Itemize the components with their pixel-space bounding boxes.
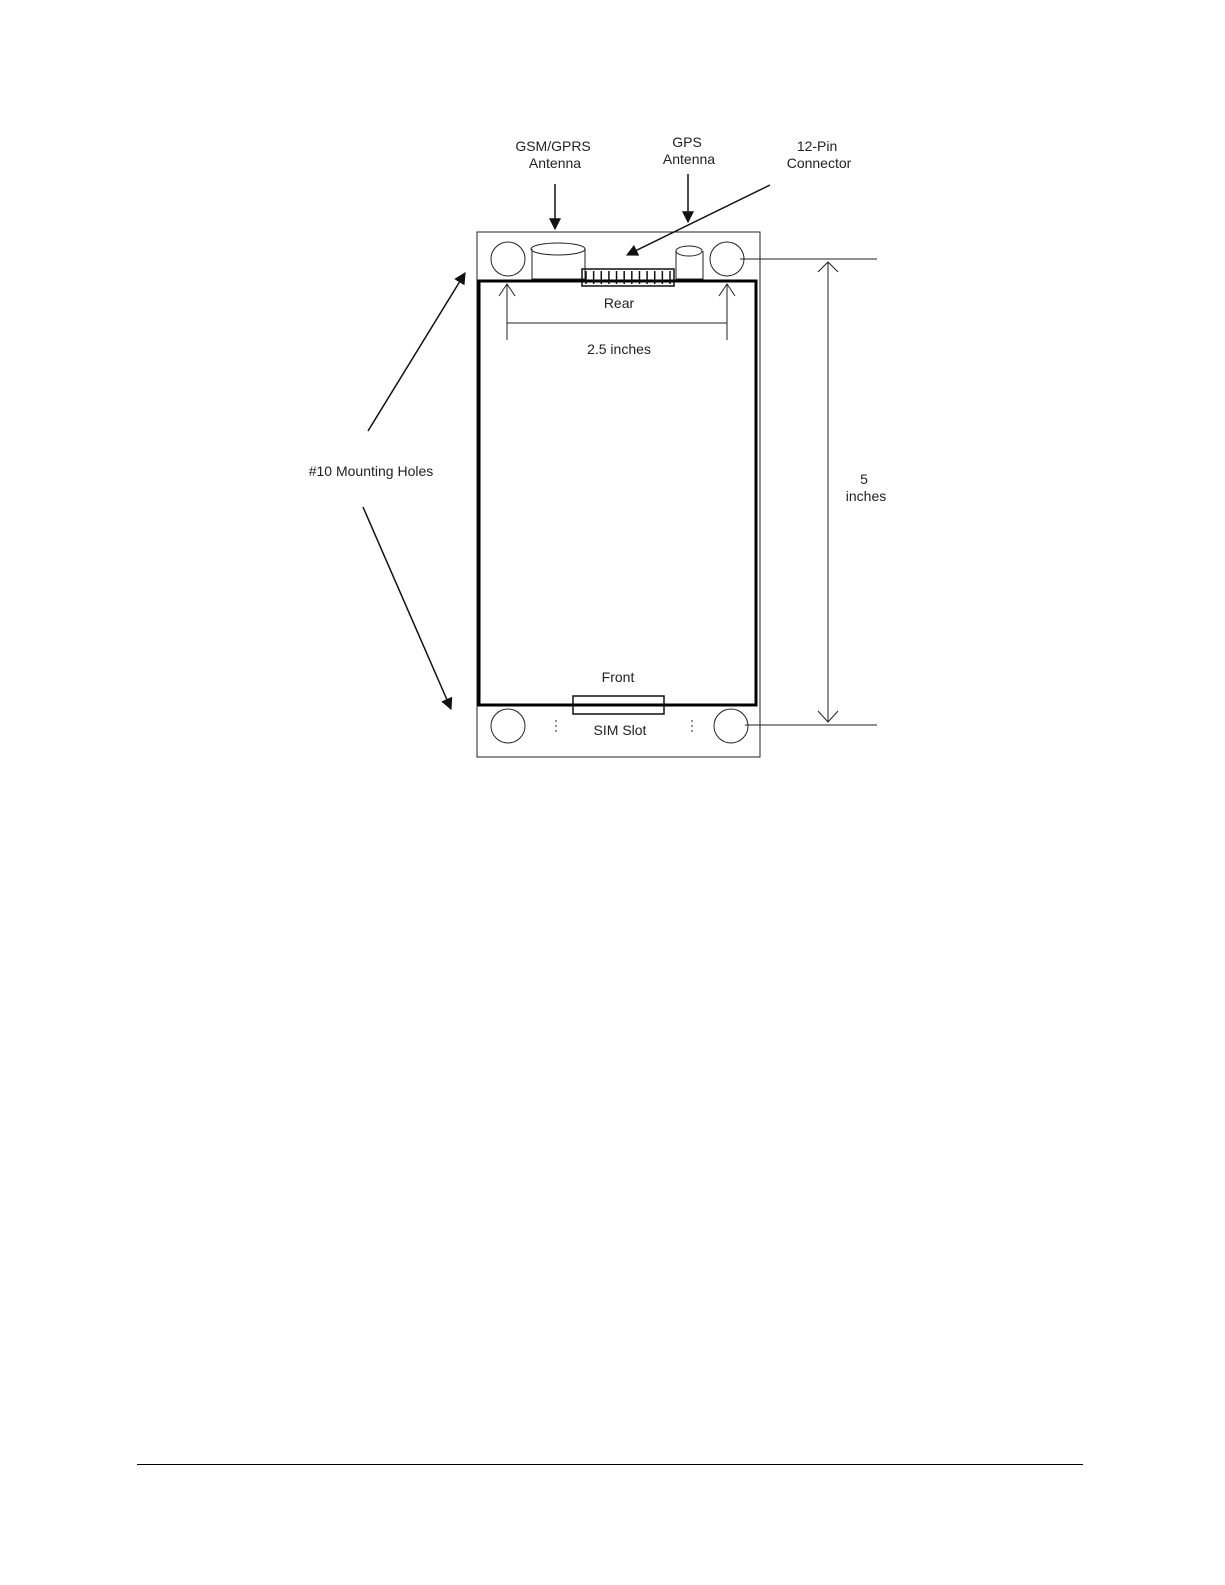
gsm-antenna-connector bbox=[531, 243, 585, 279]
twelve-pin-connector bbox=[582, 269, 674, 286]
gps-antenna-connector bbox=[676, 246, 703, 279]
mounting-hole-bottom-right bbox=[714, 709, 748, 743]
gsm-antenna-label: GSM/GPRS Antenna bbox=[515, 138, 594, 171]
width-dimension bbox=[499, 284, 735, 340]
front-label: Front bbox=[602, 669, 635, 685]
mounting-hole-arrow-top bbox=[368, 273, 465, 431]
rear-label: Rear bbox=[604, 295, 635, 311]
gps-antenna-label: GPS Antenna bbox=[663, 134, 715, 167]
width-dimension-label: 2.5 inches bbox=[587, 341, 651, 357]
mounting-hole-bottom-left bbox=[491, 709, 525, 743]
connector-label: 12-Pin Connector bbox=[787, 138, 852, 171]
mounting-hole-top-left bbox=[491, 242, 525, 276]
mounting-hole-arrow-bottom bbox=[363, 507, 451, 709]
height-dimension-label: 5 inches bbox=[846, 471, 886, 504]
mounting-holes-label: #10 Mounting Holes bbox=[309, 463, 434, 479]
sim-slot-label: SIM Slot bbox=[594, 722, 647, 738]
connector-arrow bbox=[627, 185, 770, 255]
mounting-hole-top-right bbox=[710, 242, 744, 276]
footer-rule bbox=[137, 1464, 1083, 1465]
